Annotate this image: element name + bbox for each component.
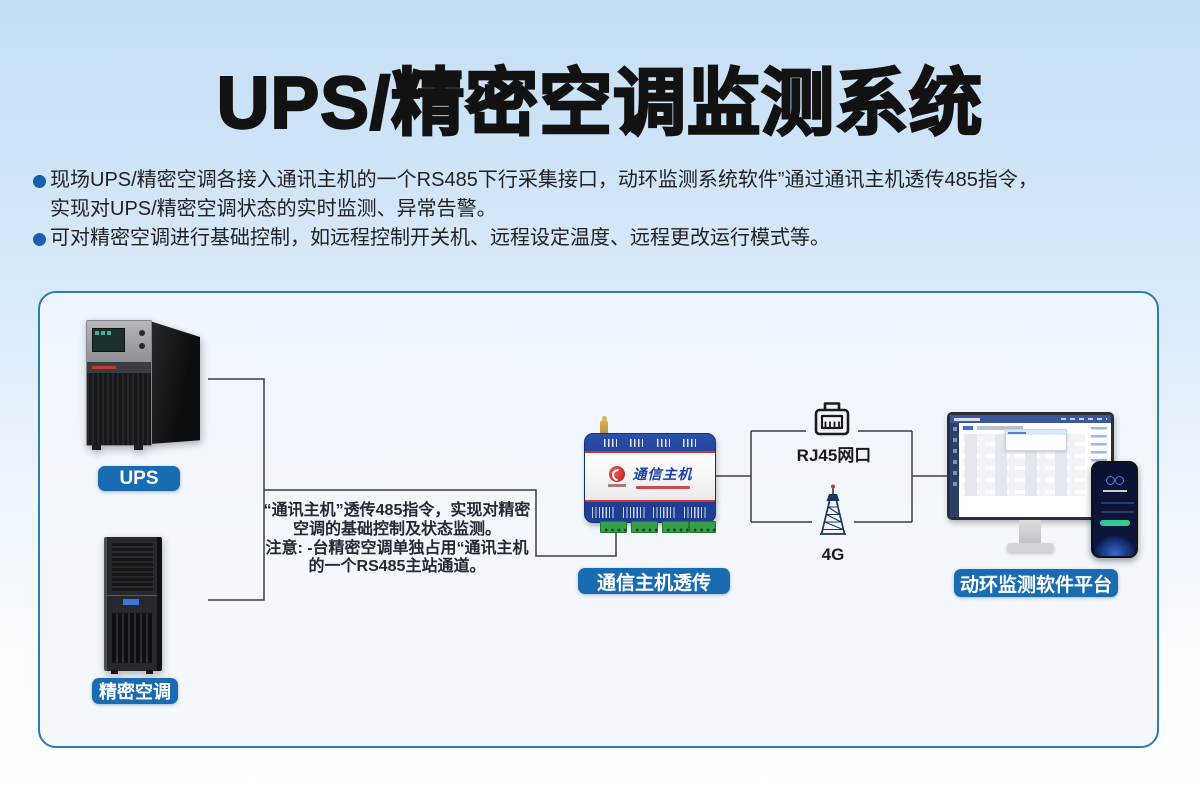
login-button — [1099, 519, 1130, 526]
rj45-port-icon — [814, 402, 850, 436]
ups-brand-stripe — [87, 361, 152, 374]
comm-host-device-image: 通信主机 — [584, 416, 716, 536]
ups-label: UPS — [98, 466, 180, 491]
app-logo-icon — [1105, 475, 1124, 485]
brand-logo-column — [607, 466, 626, 487]
software-topbar — [950, 415, 1111, 423]
device-name: 通信主机 — [632, 465, 693, 482]
ups-foot — [134, 445, 143, 450]
bullet1-line2: 实现对UPS/精密空调状态的实时监测、异常告警。 — [50, 198, 497, 220]
brand-logo-icon — [608, 466, 625, 483]
port-icon — [656, 438, 670, 447]
port-icon — [683, 438, 697, 447]
wire-bus-to-host — [264, 489, 617, 557]
precision-ac-label: 精密空调 — [92, 678, 178, 704]
monitor-bezel — [947, 412, 1114, 520]
phone-image — [1091, 461, 1138, 558]
cell-tower-icon — [820, 484, 846, 535]
bullet-text: 可对精密空调进行基础控制，如远程控制开关机、远程设定温度、远程更改运行模式等。 — [50, 224, 830, 253]
precision-ac-image — [104, 537, 162, 674]
brand-name-mark — [607, 484, 626, 487]
ac-top-vent — [112, 543, 153, 593]
terminal-label-icon — [683, 506, 708, 518]
terminal-blocks — [584, 521, 716, 534]
ac-display — [123, 599, 139, 605]
device-model-mark — [635, 485, 690, 490]
ups-control-panel — [87, 321, 152, 362]
bullet-item: 现场UPS/精密空调各接入通讯主机的一个RS485下行采集接口，动环监测系统软件… — [30, 166, 1180, 224]
device-name-column: 通信主机 — [633, 464, 693, 490]
software-popup-panel — [1005, 429, 1067, 451]
comm-host-terminal-labels — [585, 502, 715, 522]
terminal-label-icon — [622, 506, 647, 518]
ups-foot — [92, 445, 101, 450]
note-annotation: “通讯主机”透传485指令，实现对精密 空调的基础控制及状态监测。 注意: -台… — [250, 502, 544, 577]
note-line2: 空调的基础控制及状态监测。 — [292, 520, 501, 538]
software-sidebar — [950, 423, 959, 517]
bullet-dot-icon — [33, 233, 46, 246]
login-field — [1100, 501, 1134, 504]
platform-label: 动环监测软件平台 — [954, 569, 1118, 597]
terminal-block — [631, 521, 658, 533]
bullet2-line1: 可对精密空调进行基础控制，如远程控制开关机、远程设定温度、远程更改运行模式等。 — [50, 227, 830, 249]
login-field — [1100, 510, 1134, 513]
port-icon — [603, 438, 617, 447]
comm-host-label: 通信主机透传 — [578, 568, 730, 594]
monitor-stand-base — [1007, 543, 1054, 552]
bullet-dot-icon — [33, 175, 46, 188]
monitor-screen — [950, 415, 1111, 517]
port-icon — [630, 438, 644, 447]
ups-button — [138, 343, 145, 350]
ups-device-image — [86, 320, 200, 450]
ac-bottom-vent — [112, 613, 153, 663]
phone-screen — [1093, 463, 1136, 556]
rj45-label: RJ45网口 — [796, 446, 872, 465]
ups-front-face — [86, 320, 153, 446]
ac-foot — [146, 670, 153, 674]
comm-host-faceplate: 通信主机 — [585, 453, 715, 500]
terminal-block — [600, 521, 627, 533]
note-line1: “通讯主机”透传485指令，实现对精密 — [263, 502, 531, 519]
terminal-block — [662, 521, 689, 533]
bullet-item: 可对精密空调进行基础控制，如远程控制开关机、远程设定温度、远程更改运行模式等。 — [30, 224, 1180, 253]
ac-foot — [111, 670, 118, 674]
red-stripe — [585, 500, 715, 502]
ups-vent-grille — [87, 373, 152, 445]
software-toolbar — [963, 426, 1083, 430]
ups-lcd-display — [92, 328, 126, 353]
red-stripe — [585, 451, 715, 453]
antenna-icon — [600, 416, 608, 435]
terminal-block — [689, 521, 716, 533]
note-line3: 注意: -台精密空调单独占用“通讯主机 — [265, 539, 529, 557]
comm-host-body: 通信主机 — [584, 433, 716, 523]
ups-side-face — [149, 321, 200, 444]
globe-glow-graphic — [1094, 535, 1135, 556]
bullet1-line1: 现场UPS/精密空调各接入通讯主机的一个RS485下行采集接口，动环监测系统软件… — [50, 169, 1038, 191]
note-line4: 的一个RS485主站通道。 — [308, 558, 486, 576]
comm-host-top-ports — [585, 434, 715, 451]
ups-button — [138, 329, 145, 336]
terminal-label-icon — [592, 506, 616, 518]
monitor-image — [947, 412, 1114, 553]
ac-divider — [107, 595, 157, 596]
intro-bullets: 现场UPS/精密空调各接入通讯主机的一个RS485下行采集接口，动环监测系统软件… — [30, 166, 1180, 253]
page-title: UPS/精密空调监测系统 — [216, 62, 984, 145]
terminal-label-icon — [653, 506, 678, 518]
cell-network-label: 4G — [821, 545, 845, 564]
monitor-stand-neck — [1019, 520, 1041, 544]
app-title-mark — [1102, 489, 1127, 492]
bullet-text: 现场UPS/精密空调各接入通讯主机的一个RS485下行采集接口，动环监测系统软件… — [50, 166, 1038, 224]
